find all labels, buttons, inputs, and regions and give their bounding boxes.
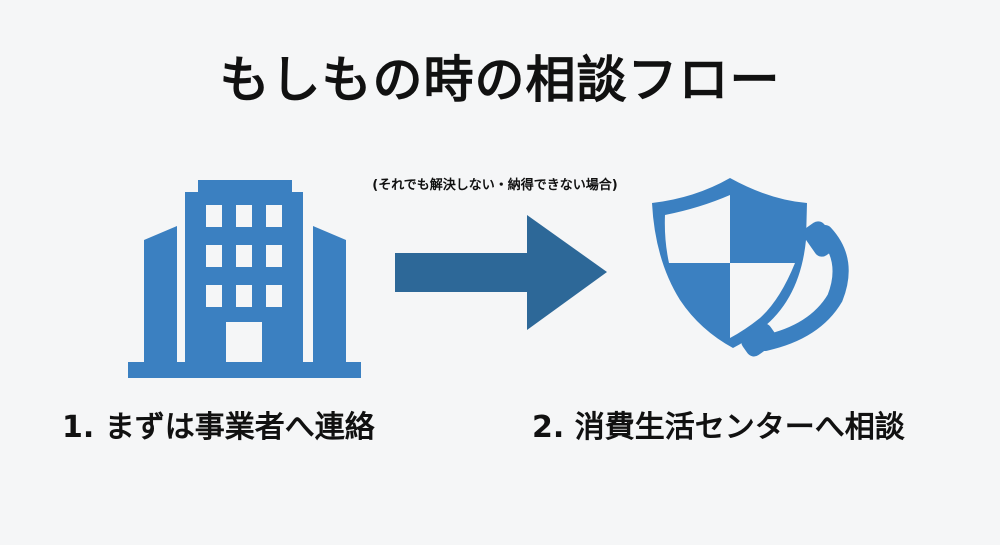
step-2-label: 2. 消費生活センターへ相談	[532, 410, 905, 445]
page-title: もしもの時の相談フロー	[219, 51, 781, 109]
condition-note: (それでも解決しない・納得できない場合)	[372, 178, 618, 193]
office-building-icon	[128, 180, 361, 378]
step-1-label: 1. まずは事業者へ連絡	[62, 410, 375, 445]
arrow-right-icon	[395, 215, 607, 330]
shield-phone-icon	[652, 178, 856, 360]
